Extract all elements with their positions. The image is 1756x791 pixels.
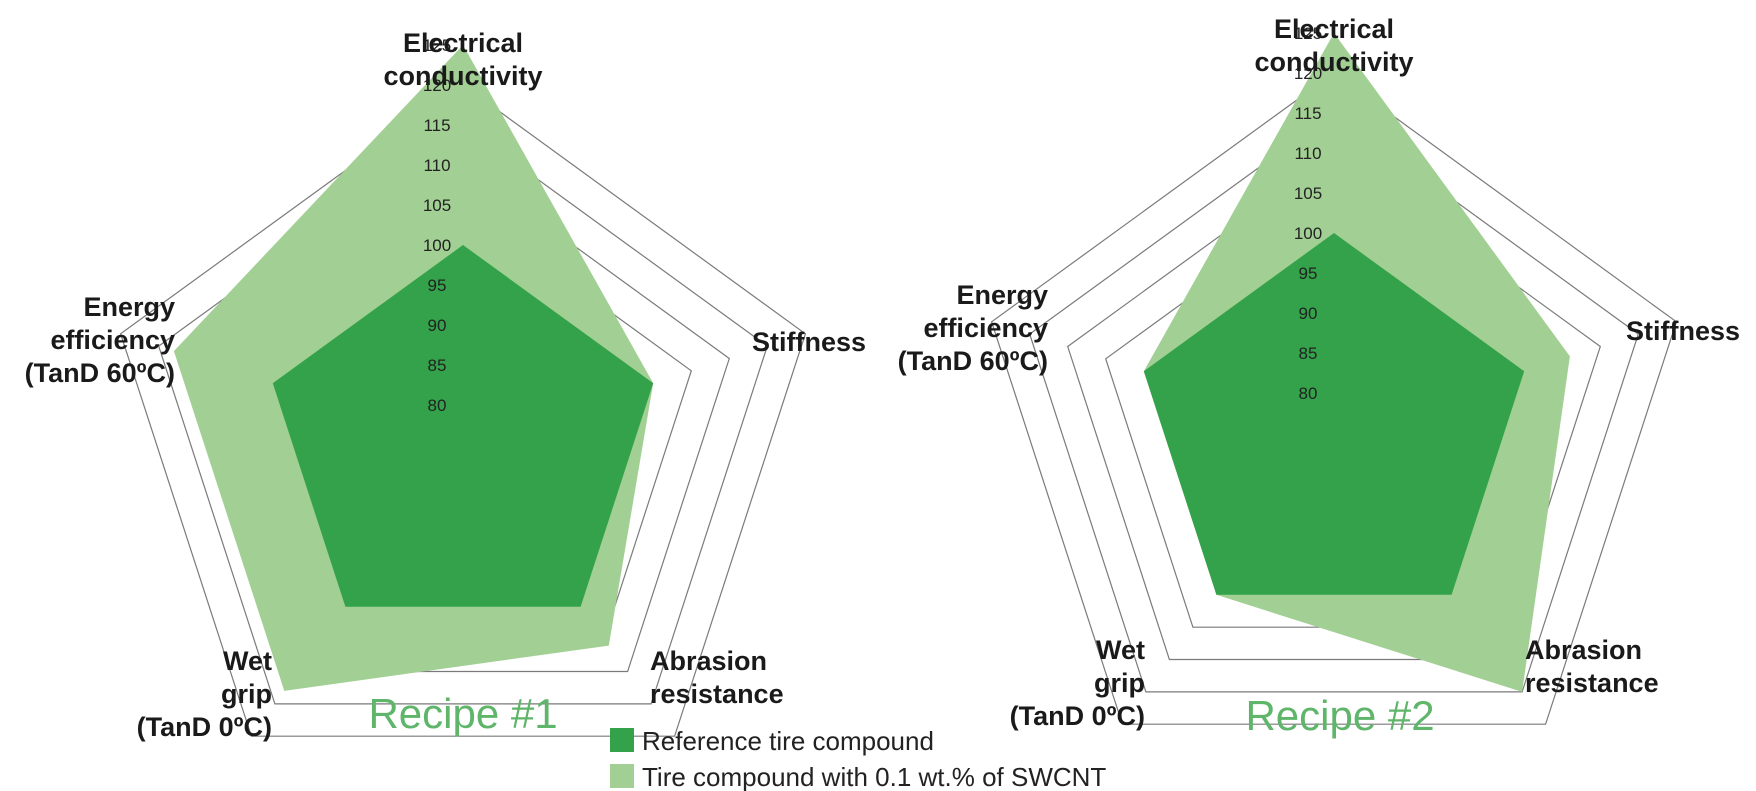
tick-label-100: 100 bbox=[423, 236, 451, 255]
legend-label-reference: Reference tire compound bbox=[642, 726, 934, 756]
axis-label-line: Stiffness bbox=[1626, 316, 1740, 346]
tick-label-110: 110 bbox=[423, 156, 450, 175]
legend-swatch-swcnt bbox=[610, 764, 634, 788]
chart-title-recipe-2: Recipe #2 bbox=[1245, 692, 1434, 739]
axis-label-line: Wet bbox=[223, 646, 272, 676]
axis-label-line: grip bbox=[1094, 668, 1145, 698]
axis-label-line: grip bbox=[221, 679, 272, 709]
axis-label-line: (TanD 60ºC) bbox=[898, 346, 1048, 376]
tick-label-110: 110 bbox=[1294, 144, 1321, 163]
tick-label-125: 125 bbox=[423, 36, 451, 55]
axis-label-line: (TanD 0ºC) bbox=[1010, 701, 1145, 731]
tick-label-120: 120 bbox=[423, 76, 451, 95]
grid-ring-110 bbox=[1066, 152, 1602, 661]
tick-label-105: 105 bbox=[1294, 184, 1322, 203]
axis-label-line: (TanD 60ºC) bbox=[25, 358, 175, 388]
axis-label-line: Electrical bbox=[1274, 14, 1394, 44]
axis-label-line: (TanD 0ºC) bbox=[137, 712, 272, 742]
axis-label-line: conductivity bbox=[383, 61, 542, 91]
tick-label-90: 90 bbox=[428, 316, 447, 335]
legend-swatch-reference bbox=[610, 728, 634, 752]
tick-label-90: 90 bbox=[1299, 304, 1318, 323]
grid-ring-115 bbox=[157, 124, 769, 705]
legend-label-swcnt: Tire compound with 0.1 wt.% of SWCNT bbox=[642, 762, 1106, 791]
axis-label-line: conductivity bbox=[1254, 47, 1413, 77]
tick-label-125: 125 bbox=[1294, 24, 1322, 43]
grid-ring-115 bbox=[1028, 112, 1640, 693]
grid-ring-120 bbox=[119, 84, 807, 737]
chart-title-recipe-1: Recipe #1 bbox=[368, 690, 557, 737]
axis-label-line: Energy bbox=[83, 292, 175, 322]
tick-label-115: 115 bbox=[423, 116, 450, 135]
tick-label-115: 115 bbox=[1294, 104, 1321, 123]
grid-ring-120 bbox=[990, 72, 1678, 725]
axis-label-line: efficiency bbox=[50, 325, 175, 355]
axis-label-line: Abrasion bbox=[1525, 635, 1642, 665]
axis-label-line: Wet bbox=[1096, 635, 1145, 665]
axis-label-stiffness: Stiffness bbox=[752, 327, 866, 357]
tick-label-80: 80 bbox=[1299, 384, 1318, 403]
axis-label-line: Energy bbox=[956, 280, 1048, 310]
tick-label-95: 95 bbox=[1299, 264, 1318, 283]
axis-label-line: Stiffness bbox=[752, 327, 866, 357]
axis-label-line: Electrical bbox=[403, 28, 523, 58]
axis-label-line: Abrasion bbox=[650, 646, 767, 676]
tick-label-105: 105 bbox=[423, 196, 451, 215]
axis-label-line: resistance bbox=[650, 679, 784, 709]
axis-label-line: resistance bbox=[1525, 668, 1659, 698]
series-area-reference-tire-compound bbox=[1143, 233, 1525, 595]
tick-label-120: 120 bbox=[1294, 64, 1322, 83]
tick-label-85: 85 bbox=[1299, 344, 1318, 363]
tick-label-100: 100 bbox=[1294, 224, 1322, 243]
legend: Reference tire compound Tire compound wi… bbox=[610, 726, 1106, 791]
axis-label-line: efficiency bbox=[923, 313, 1048, 343]
tick-label-95: 95 bbox=[428, 276, 447, 295]
tick-label-85: 85 bbox=[428, 356, 447, 375]
axis-label-stiffness: Stiffness bbox=[1626, 316, 1740, 346]
tick-label-80: 80 bbox=[428, 396, 447, 415]
series-area-reference-tire-compound bbox=[272, 245, 654, 607]
